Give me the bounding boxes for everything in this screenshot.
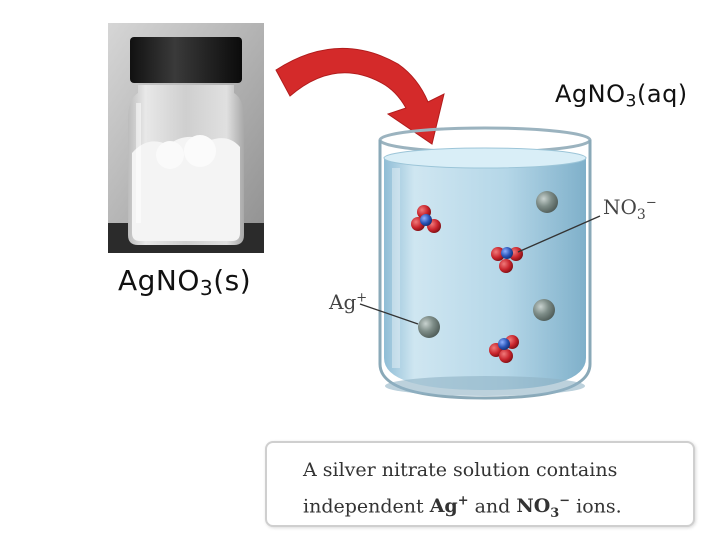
silver-ion (418, 316, 440, 338)
nitrate-ion (491, 247, 523, 273)
nitrate-ion (411, 205, 441, 233)
solid-formula-label: AgNO3(s) (118, 264, 252, 301)
solution-formula-label: AgNO3(aq) (555, 80, 688, 112)
silver-ion (533, 299, 555, 321)
nitrate-ion (489, 335, 519, 363)
solution-water (384, 158, 586, 390)
caption-text: A silver nitrate solution contains indep… (303, 455, 685, 529)
nitrate-ion-label: NO3− (603, 195, 657, 223)
caption-line-2: independent Ag+ and NO3− ions. (303, 494, 622, 522)
nitrate-leader-line (517, 215, 601, 253)
vial-illustration (108, 23, 264, 253)
caption-box: A silver nitrate solution contains indep… (265, 441, 695, 527)
silver-ion (536, 191, 558, 213)
silver-ion-label: Ag+ (329, 290, 368, 314)
silver-nitrate-vial-photo (108, 23, 264, 253)
silver-leader-line (359, 303, 419, 325)
vial-cap (130, 37, 242, 83)
beaker-diagram (359, 126, 601, 400)
caption-line-1: A silver nitrate solution contains (303, 459, 618, 481)
curved-arrow-icon (275, 48, 445, 145)
